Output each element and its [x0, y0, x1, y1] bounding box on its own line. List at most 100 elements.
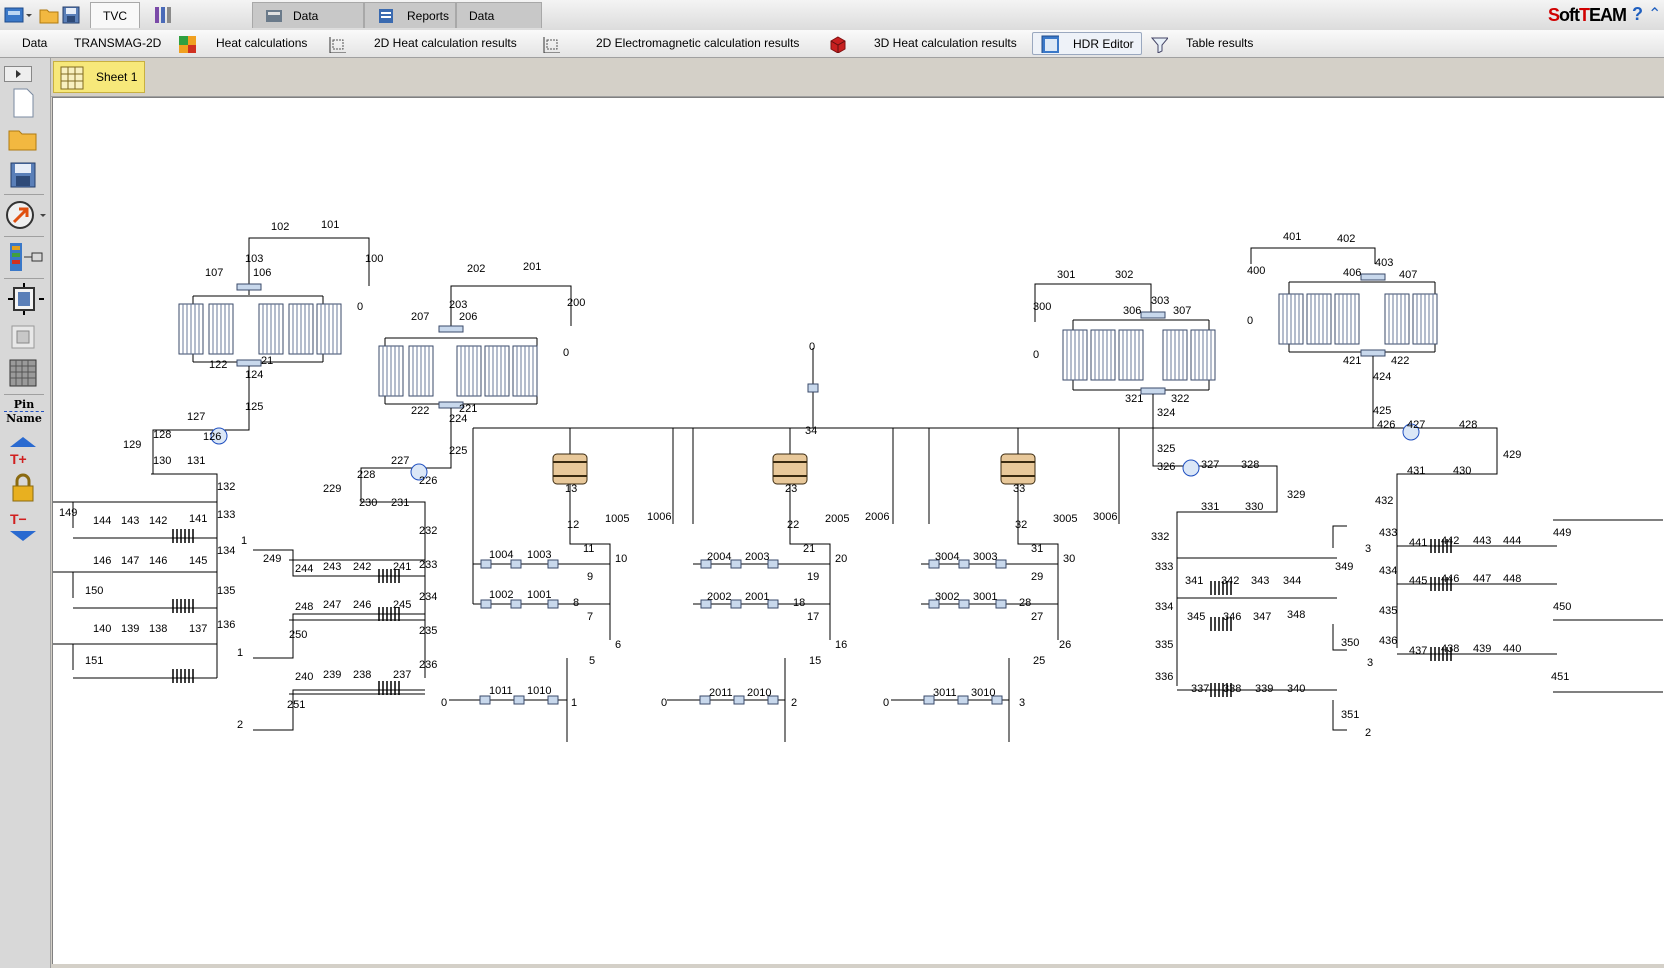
pin-name-toggle[interactable]: Pin Name — [4, 398, 44, 425]
node-label: 1005 — [605, 513, 629, 525]
node-label: 446 — [1441, 573, 1459, 585]
left-toolbar: Pin Name T+ T− — [0, 58, 51, 968]
new-file-icon[interactable] — [6, 86, 40, 120]
node-label: 242 — [353, 561, 371, 573]
node-label: 331 — [1201, 501, 1219, 513]
t-minus-label: T− — [10, 511, 27, 527]
node-label: 130 — [153, 455, 171, 467]
node-label: 303 — [1151, 295, 1169, 307]
node-label: 228 — [357, 469, 375, 481]
ribbon-3d-heat-results[interactable]: 3D Heat calculation results — [828, 32, 1017, 55]
element-list-icon[interactable] — [6, 240, 43, 274]
node-label: 122 — [209, 359, 227, 371]
node-label: 13 — [565, 483, 577, 495]
node-label: 330 — [1245, 501, 1263, 513]
node-label: 126 — [203, 431, 221, 443]
node-label: 340 — [1287, 683, 1305, 695]
node-label: 445 — [1409, 575, 1427, 587]
tab-reports[interactable]: Reports — [364, 2, 456, 28]
node-label: 137 — [189, 623, 207, 635]
ribbon-hdr-editor[interactable]: HDR Editor — [1032, 32, 1142, 55]
ribbon-data[interactable]: Data — [22, 36, 48, 50]
node-label: 238 — [353, 669, 371, 681]
node-label: 138 — [149, 623, 167, 635]
node-label: 26 — [1059, 639, 1071, 651]
node-label: 337 — [1191, 683, 1209, 695]
tab-tvc[interactable]: TVC — [90, 2, 140, 28]
node-label: 328 — [1241, 459, 1259, 471]
node-label: 401 — [1283, 231, 1301, 243]
node-label: 2004 — [707, 551, 731, 563]
grid-icon[interactable] — [6, 356, 40, 390]
save-icon[interactable] — [60, 4, 82, 26]
node-label: 0 — [661, 697, 667, 709]
lock-icon[interactable] — [8, 472, 38, 504]
open-folder-icon[interactable] — [6, 122, 40, 156]
tab-data-control[interactable]: Data control — [252, 2, 364, 49]
node-label: 407 — [1399, 269, 1417, 281]
node-label: 449 — [1553, 527, 1571, 539]
node-label: 124 — [245, 369, 263, 381]
tab-sheet-1[interactable]: Sheet 1 — [53, 61, 145, 93]
node-label: 244 — [295, 563, 313, 575]
node-label: 432 — [1375, 495, 1393, 507]
node-label: 229 — [323, 483, 341, 495]
node-label: 21 — [261, 355, 273, 367]
node-label: 448 — [1503, 573, 1521, 585]
select-area-icon[interactable] — [6, 320, 40, 354]
open-folder-icon[interactable] — [38, 4, 60, 26]
node-label: 2 — [237, 719, 243, 731]
palette-icon[interactable] — [152, 4, 174, 26]
node-label: 2003 — [745, 551, 769, 563]
collapse-icon[interactable]: ⌃ — [1648, 6, 1662, 23]
node-label: 141 — [189, 513, 207, 525]
node-label: 307 — [1173, 305, 1191, 317]
node-label: 243 — [323, 561, 341, 573]
ribbon-transmag-2d[interactable]: TRANSMAG-2D — [74, 36, 162, 50]
tab-data-bases[interactable]: Data Bases — [456, 2, 542, 49]
node-label: 3006 — [1093, 511, 1117, 523]
ribbon-2d-heat-results[interactable]: 2D Heat calculation results — [328, 32, 517, 55]
node-label: 251 — [287, 699, 305, 711]
node-label: 421 — [1343, 355, 1361, 367]
node-label: 101 — [321, 219, 339, 231]
node-label: 429 — [1503, 449, 1521, 461]
fit-view-icon[interactable] — [6, 282, 44, 316]
node-label: 8 — [573, 597, 579, 609]
node-label: 129 — [123, 439, 141, 451]
node-label: 231 — [391, 497, 409, 509]
node-label: 19 — [807, 571, 819, 583]
help-button[interactable]: ? — [1632, 4, 1643, 24]
node-label: 341 — [1185, 575, 1203, 587]
node-label: 7 — [587, 611, 593, 623]
pointer-tool-icon[interactable] — [6, 198, 46, 232]
node-label: 440 — [1503, 643, 1521, 655]
node-label: 2001 — [745, 591, 769, 603]
node-label: 3005 — [1053, 513, 1077, 525]
temperature-up-button[interactable]: T+ — [6, 434, 40, 468]
node-label: 439 — [1473, 643, 1491, 655]
node-label: 327 — [1201, 459, 1219, 471]
node-label: 151 — [85, 655, 103, 667]
ribbon-2d-em-results[interactable]: 2D Electromagnetic calculation results — [542, 32, 799, 55]
node-label: 28 — [1019, 597, 1031, 609]
temperature-down-button[interactable]: T− — [6, 510, 40, 544]
expand-arrow-button[interactable] — [4, 66, 32, 82]
node-label: 10 — [615, 553, 627, 565]
node-label: 325 — [1157, 443, 1175, 455]
node-label: 349 — [1335, 561, 1353, 573]
app-menu-button[interactable] — [4, 4, 32, 26]
ribbon-heat-calculations[interactable]: Heat calculations — [178, 32, 307, 55]
node-label: 202 — [467, 263, 485, 275]
node-label: 347 — [1253, 611, 1271, 623]
node-label: 0 — [809, 341, 815, 353]
node-label: 30 — [1063, 553, 1075, 565]
ribbon-table-results[interactable]: Table results — [1150, 32, 1253, 55]
node-label: 18 — [793, 597, 805, 609]
save-icon[interactable] — [6, 158, 40, 192]
title-tab-bar: TVC Data control Reports Data Bases Soft… — [0, 0, 1664, 49]
node-label: 2011 — [709, 687, 733, 699]
network-4 — [1250, 247, 1663, 693]
node-label: 226 — [419, 475, 437, 487]
